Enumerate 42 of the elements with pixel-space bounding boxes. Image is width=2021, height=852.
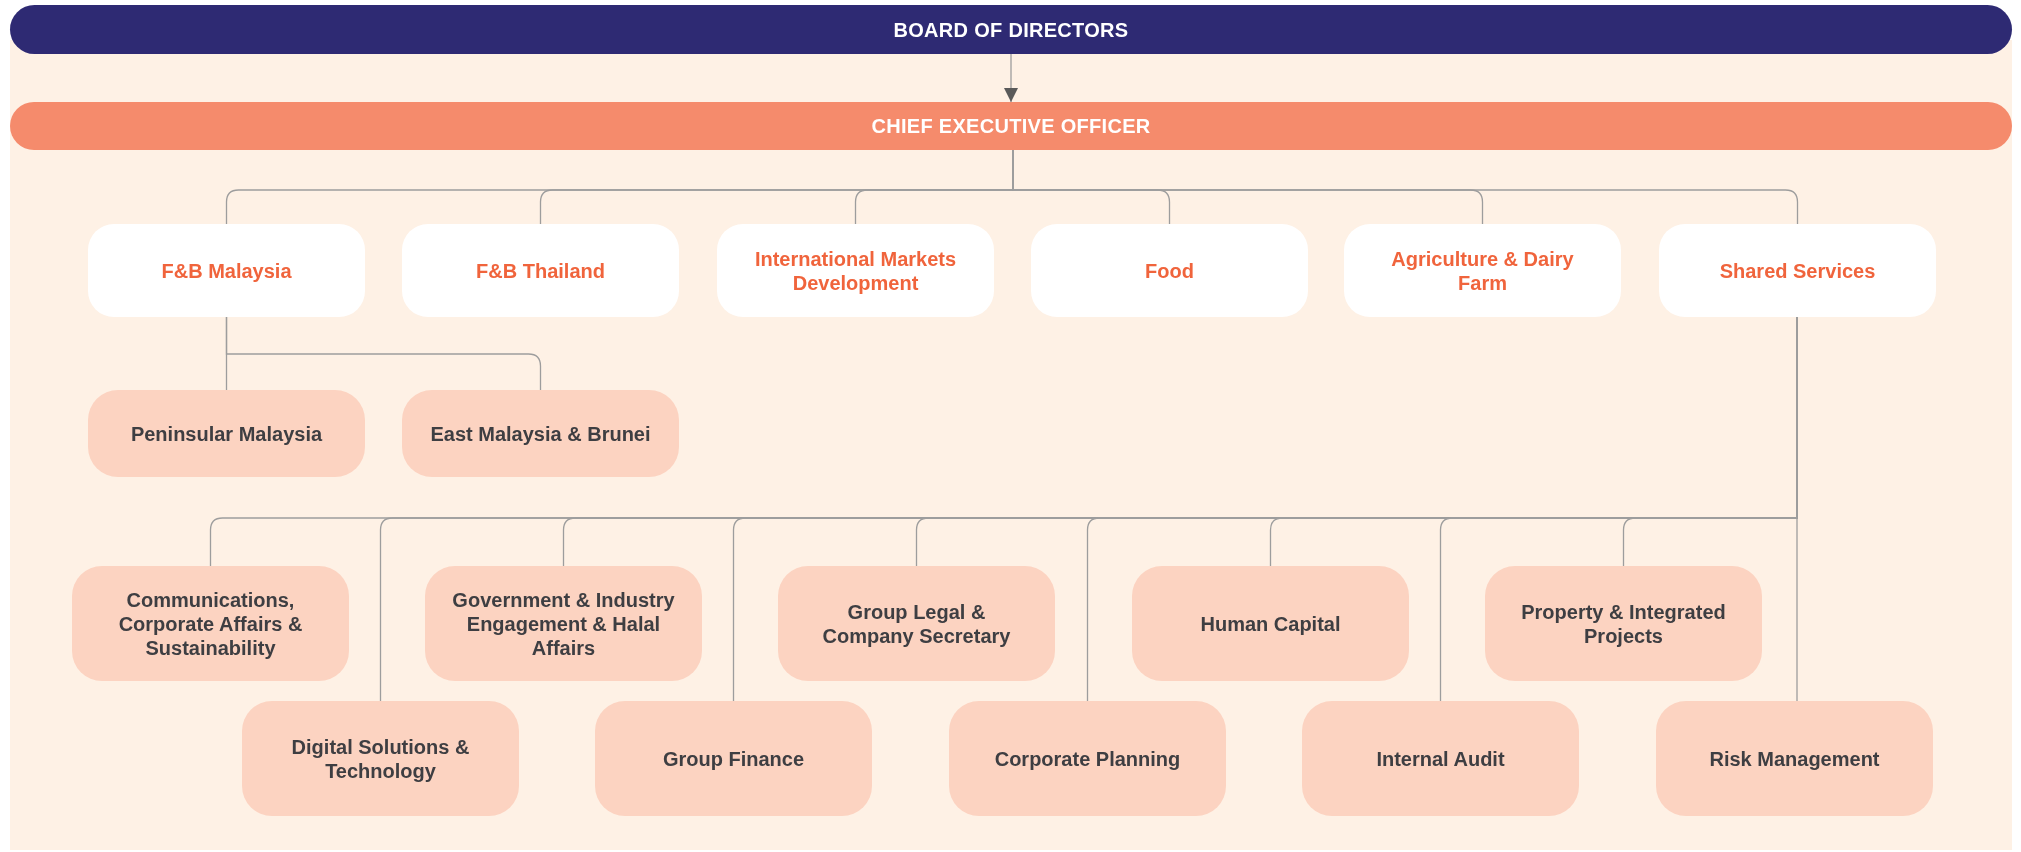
box-label: BOARD OF DIRECTORS [893, 17, 1129, 42]
function-box [1656, 701, 1933, 816]
function-box [949, 701, 1226, 816]
box-label: F&B Thailand [476, 258, 605, 283]
box-label: Human Capital [1200, 611, 1341, 636]
connector-line [225, 316, 542, 391]
box-label: Property & Integrated Projects [1520, 599, 1727, 648]
box-label: F&B Malaysia [161, 258, 292, 283]
unit-box [402, 390, 679, 477]
box-label: Food [1145, 258, 1194, 283]
function-box [1485, 566, 1762, 681]
function-box [1302, 701, 1579, 816]
arrow [1004, 53, 1018, 103]
board-banner [10, 5, 2012, 54]
function-box [595, 701, 872, 816]
function-box [425, 566, 702, 681]
box-label: International Markets Development [753, 246, 958, 295]
executive-banner [10, 102, 2012, 150]
box-label: Agriculture & Dairy Farm [1390, 246, 1575, 295]
box-label: Shared Services [1719, 258, 1876, 283]
division-box [88, 224, 365, 317]
function-box [1132, 566, 1409, 681]
box-label: Digital Solutions & Technology [290, 734, 471, 783]
function-box [72, 566, 349, 681]
box-label: Corporate Planning [994, 746, 1181, 771]
division-box [402, 224, 679, 317]
function-box [242, 701, 519, 816]
box-label: Group Legal & Company Secretary [821, 599, 1012, 648]
box-label: East Malaysia & Brunei [430, 421, 651, 446]
box-label: Risk Management [1709, 746, 1880, 771]
box-label: Internal Audit [1376, 746, 1505, 771]
box-label: Communications, Corporate Affairs & Sustainability [117, 587, 304, 660]
division-box [1659, 224, 1936, 317]
box-label: CHIEF EXECUTIVE OFFICER [871, 114, 1151, 138]
box-label: Peninsular Malaysia [130, 421, 323, 446]
division-box [1344, 224, 1621, 317]
division-box [717, 224, 994, 317]
unit-box [88, 390, 365, 477]
function-box [778, 566, 1055, 681]
box-label: Group Finance [662, 746, 805, 771]
division-box [1031, 224, 1308, 317]
box-label: Government & Industry Engagement & Halal Affairs [451, 587, 676, 660]
